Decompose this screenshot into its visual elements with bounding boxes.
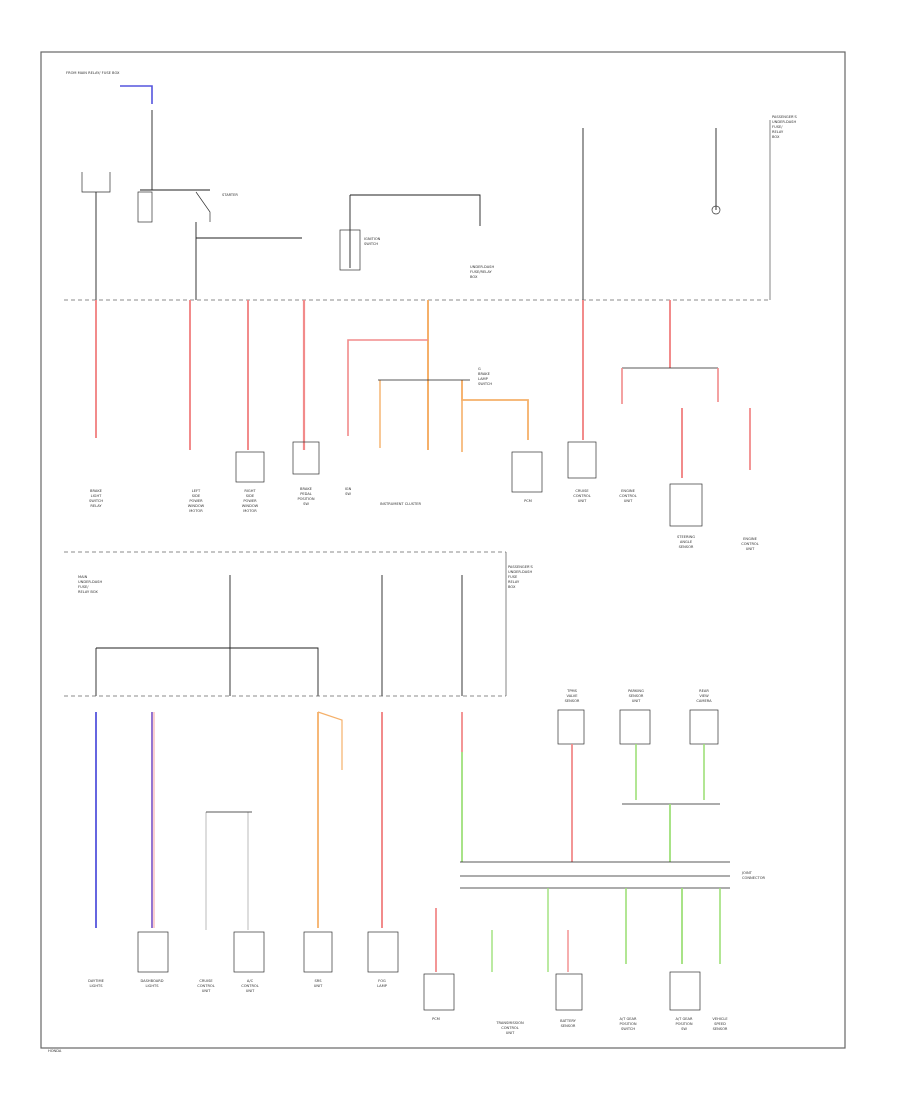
battery-source-label: FROM MAIN RELAY/ FUSE BOX [66,71,120,75]
bottom-bus [96,647,319,696]
page-id: HONDA [48,1049,62,1053]
relay-coil [137,191,153,223]
circuit-red-branch [347,339,428,436]
ignition-switch [339,229,361,271]
starter-box [81,172,111,193]
ignition-bus [350,194,481,226]
top-component-boxes [235,441,703,527]
top-component-label: PCM [524,499,532,503]
bottom-component-label: PCM [432,1017,440,1021]
relay-switch [195,191,211,222]
instrument-cluster-label: INSTRUMENT CLUSTER [380,502,421,506]
relay-label: STARTER [222,193,238,197]
battery-blue-wire [120,85,153,104]
diagram-frame [40,51,846,1049]
ground-symbol [711,205,721,215]
circuit-orange-branch [317,711,343,770]
bottom-sensor-boxes [557,709,719,745]
bottom-component-boxes [137,931,701,1011]
circuit-orange-3 [461,380,529,440]
